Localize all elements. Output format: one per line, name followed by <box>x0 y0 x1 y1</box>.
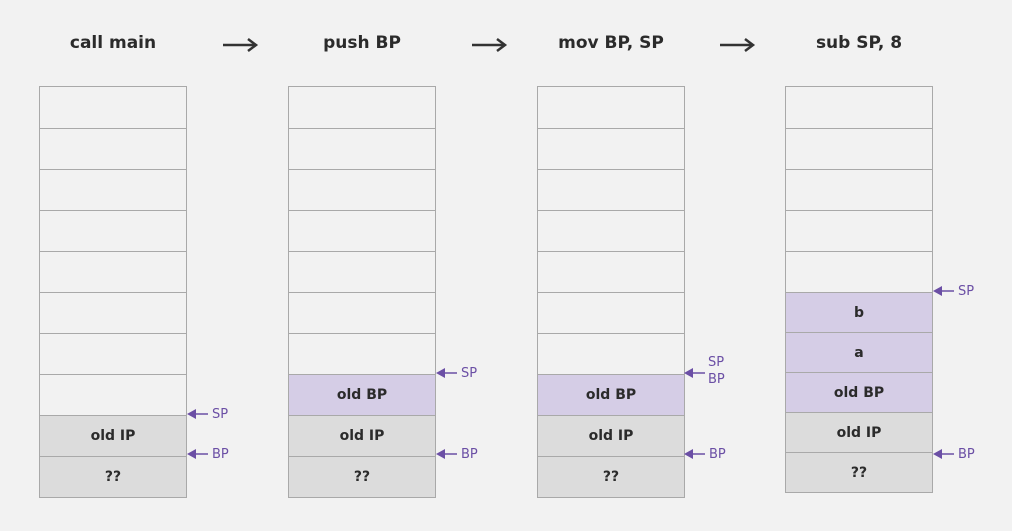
stack-cell <box>786 210 932 251</box>
stack-cell <box>538 169 684 210</box>
sp-label: SP <box>212 406 229 422</box>
stack-cell-unknown: ?? <box>289 456 435 497</box>
stack-cell-unknown: ?? <box>538 456 684 497</box>
stack-cell-old-ip: old IP <box>40 415 186 456</box>
stack-cell-old-bp: old BP <box>289 374 435 415</box>
stack-cell <box>40 333 186 374</box>
step-title-push-bp: push BP <box>323 33 401 53</box>
stack-cell-unknown: ?? <box>786 452 932 492</box>
stack-cell <box>40 87 186 128</box>
stack-cell <box>40 210 186 251</box>
stack-cell-b: b <box>786 292 932 332</box>
bp-label: BP <box>958 446 975 462</box>
stack-cell-old-ip: old IP <box>786 412 932 452</box>
sp-pointer: SP <box>436 363 477 383</box>
right-arrow-icon <box>719 37 757 57</box>
stack-cell <box>786 128 932 169</box>
sp-label: SP <box>461 365 478 381</box>
stack-cell-old-bp: old BP <box>786 372 932 412</box>
stack-cell <box>538 292 684 333</box>
stack-cell <box>289 251 435 292</box>
stack-push-bp: old BP old IP ?? <box>288 86 436 498</box>
right-arrow-icon <box>471 37 509 57</box>
stack-cell <box>538 210 684 251</box>
stack-call-main: old IP ?? <box>39 86 187 498</box>
bp-pointer: BP <box>187 444 229 464</box>
stack-cell <box>289 87 435 128</box>
stack-sub-sp: b a old BP old IP ?? <box>785 86 933 493</box>
bp-label: BP <box>709 446 726 462</box>
stack-cell <box>40 251 186 292</box>
step-title-mov-bp-sp: mov BP, SP <box>558 33 664 53</box>
step-title-sub-sp: sub SP, 8 <box>815 33 903 53</box>
bp-pointer: BP <box>933 444 975 464</box>
stack-cell <box>289 128 435 169</box>
stack-cell <box>538 333 684 374</box>
stack-mov-bp-sp: old BP old IP ?? <box>537 86 685 498</box>
bp-pointer: BP <box>436 444 478 464</box>
stack-cell <box>40 292 186 333</box>
right-arrow-icon <box>222 37 260 57</box>
stack-cell <box>40 128 186 169</box>
sp-label: SP <box>708 355 725 370</box>
stack-cell <box>289 333 435 374</box>
stack-cell <box>538 87 684 128</box>
stack-cell <box>786 169 932 210</box>
stack-cell-old-ip: old IP <box>538 415 684 456</box>
stack-cell-unknown: ?? <box>40 456 186 497</box>
sp-pointer: SP <box>933 281 974 301</box>
stack-cell <box>538 251 684 292</box>
bp-label: BP <box>461 446 478 462</box>
stack-cell <box>786 87 932 128</box>
stack-cell <box>538 128 684 169</box>
stack-cell-old-bp: old BP <box>538 374 684 415</box>
bp-pointer: BP <box>684 444 726 464</box>
stack-cell <box>289 169 435 210</box>
stack-cell <box>289 210 435 251</box>
sp-label: SP <box>958 283 975 299</box>
sp-bp-pointer <box>684 363 706 383</box>
stack-cell <box>40 169 186 210</box>
sp-pointer: SP <box>187 404 228 424</box>
stack-cell <box>40 374 186 415</box>
sp-bp-labels: SP BP <box>708 355 725 387</box>
bp-label: BP <box>212 446 229 462</box>
stack-cell-a: a <box>786 332 932 372</box>
stack-cell <box>786 251 932 292</box>
stack-cell-old-ip: old IP <box>289 415 435 456</box>
bp-label: BP <box>708 372 725 387</box>
step-title-call-main: call main <box>69 33 157 53</box>
stack-cell <box>289 292 435 333</box>
